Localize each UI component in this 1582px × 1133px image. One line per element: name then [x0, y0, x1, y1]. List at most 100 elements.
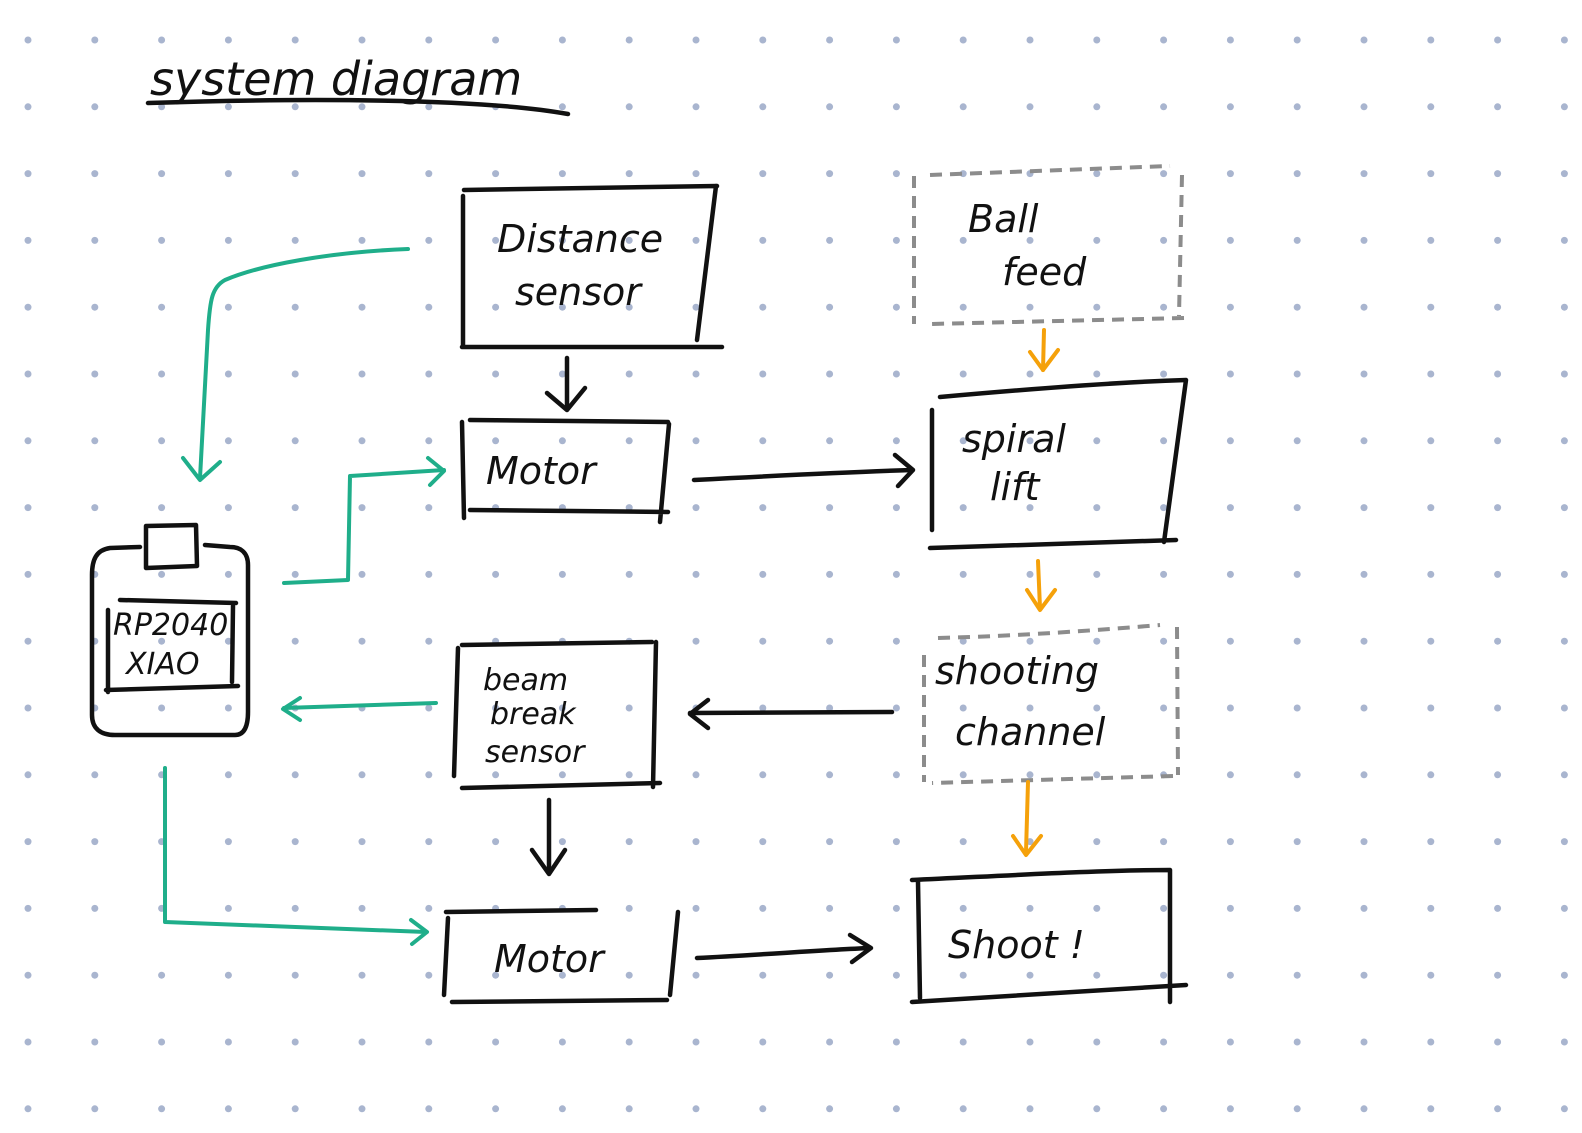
grid-dot	[625, 904, 633, 912]
grid-dot	[1427, 704, 1435, 712]
grid-dot	[24, 704, 32, 712]
grid-dot	[158, 971, 166, 979]
grid-dot	[291, 170, 299, 178]
grid-dot	[1560, 637, 1568, 645]
node-ball-feed[interactable]: Ball feed	[912, 164, 1185, 326]
grid-dot	[892, 370, 900, 378]
grid-dot	[959, 303, 967, 311]
grid-dot	[1093, 504, 1101, 512]
grid-dot	[24, 437, 32, 445]
grid-dot	[1494, 637, 1502, 645]
arrowhead-icon	[426, 456, 446, 487]
grid-dot	[224, 36, 232, 44]
grid-dot	[91, 504, 99, 512]
grid-dot	[1560, 370, 1568, 378]
grid-dot	[1160, 36, 1168, 44]
edge-motor-to-spiral-lift	[691, 467, 915, 483]
grid-dot	[692, 103, 700, 111]
grid-dot	[1093, 303, 1101, 311]
grid-dot	[1026, 370, 1034, 378]
grid-dot	[1293, 771, 1301, 779]
grid-dot	[1093, 570, 1101, 578]
grid-dot	[158, 704, 166, 712]
grid-dot	[425, 1038, 433, 1046]
grid-dot	[1026, 704, 1034, 712]
grid-dot	[1226, 170, 1234, 178]
node-motor-top[interactable]: Motor	[459, 417, 672, 525]
grid-dot	[692, 838, 700, 846]
shoot-label: Shoot !	[948, 923, 1085, 967]
grid-dot	[91, 1038, 99, 1046]
grid-dot	[558, 570, 566, 578]
node-shooting-channel[interactable]: shooting channel	[922, 623, 1180, 785]
node-distance-sensor[interactable]: Distance sensor	[459, 183, 725, 350]
grid-dot	[24, 370, 32, 378]
grid-dot	[1427, 170, 1435, 178]
grid-dot	[1093, 370, 1101, 378]
grid-dot	[625, 771, 633, 779]
grid-dot	[1226, 504, 1234, 512]
grid-dot	[158, 370, 166, 378]
arrowhead-icon	[892, 452, 916, 489]
grid-dot	[1293, 236, 1301, 244]
grid-dot	[1226, 838, 1234, 846]
grid-dot	[224, 437, 232, 445]
grid-dot	[759, 904, 767, 912]
grid-dot	[1560, 504, 1568, 512]
node-shoot[interactable]: Shoot !	[909, 867, 1189, 1005]
node-beam-break-sensor[interactable]: beam break sensor	[451, 639, 663, 791]
grid-dot	[625, 303, 633, 311]
grid-dot	[1226, 637, 1234, 645]
arrowhead-icon	[544, 385, 588, 413]
grid-dot	[1360, 303, 1368, 311]
grid-dot	[224, 504, 232, 512]
grid-dot	[291, 370, 299, 378]
grid-dot	[1494, 170, 1502, 178]
beam-break-box	[451, 639, 663, 791]
grid-dot	[1160, 1038, 1168, 1046]
grid-dot	[625, 36, 633, 44]
node-spiral-lift[interactable]: spiral lift	[927, 377, 1189, 551]
arrowhead-icon	[181, 456, 222, 482]
grid-dot	[959, 838, 967, 846]
grid-dot	[425, 971, 433, 979]
grid-dot	[1026, 236, 1034, 244]
spiral-lift-box	[927, 377, 1189, 551]
grid-dot	[625, 1105, 633, 1113]
grid-dot	[1360, 704, 1368, 712]
grid-dot	[358, 303, 366, 311]
grid-dot	[1293, 704, 1301, 712]
controller-chip-outline	[103, 597, 241, 695]
arrowhead-icon	[847, 932, 874, 965]
grid-dot	[558, 1105, 566, 1113]
grid-dot	[1160, 637, 1168, 645]
grid-dot	[1360, 370, 1368, 378]
grid-dot	[492, 236, 500, 244]
grid-dot	[1494, 1038, 1502, 1046]
grid-dot	[1560, 904, 1568, 912]
grid-dot	[759, 570, 767, 578]
node-motor-bottom[interactable]: Motor	[441, 907, 681, 1005]
edge-controller-to-motor-bottom	[163, 766, 428, 934]
grid-dot	[1226, 570, 1234, 578]
grid-dot	[1360, 170, 1368, 178]
grid-dot	[91, 370, 99, 378]
grid-dot	[91, 838, 99, 846]
grid-dot	[1560, 704, 1568, 712]
grid-dot	[1293, 904, 1301, 912]
grid-dot	[759, 637, 767, 645]
grid-dot	[826, 704, 834, 712]
grid-dot	[625, 170, 633, 178]
grid-dot	[358, 170, 366, 178]
grid-dot	[158, 303, 166, 311]
grid-dot	[1427, 904, 1435, 912]
grid-dot	[1494, 303, 1502, 311]
edge-beam-break-to-controller	[282, 701, 438, 710]
grid-dot	[1226, 971, 1234, 979]
grid-dot	[1494, 103, 1502, 111]
grid-dot	[425, 236, 433, 244]
node-controller[interactable]: RP2040 XIAO	[89, 522, 251, 738]
grid-dot	[492, 1105, 500, 1113]
grid-dot	[224, 303, 232, 311]
